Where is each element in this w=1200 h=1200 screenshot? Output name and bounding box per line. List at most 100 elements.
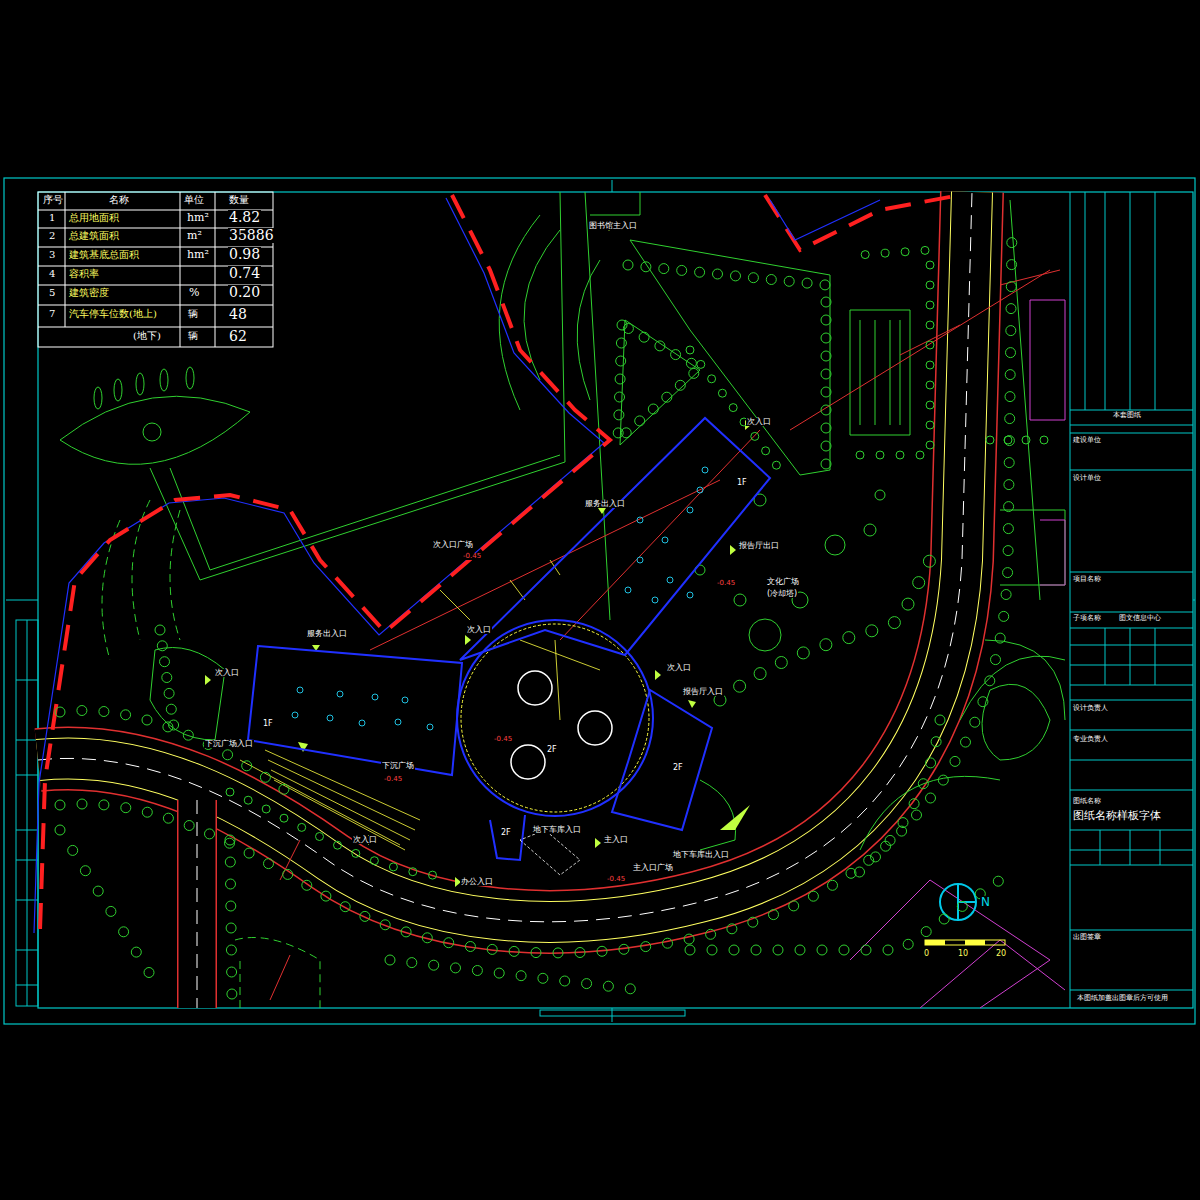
tree	[516, 971, 526, 981]
site-boundary	[34, 195, 1060, 1000]
site-label: 图书馆主入口	[588, 222, 638, 230]
tree	[164, 688, 174, 698]
tree-row-guide	[230, 792, 440, 876]
tree	[370, 857, 378, 865]
title-block-text: 图纸名称	[1072, 798, 1102, 805]
tree	[615, 374, 625, 384]
table-cell: 单位	[183, 195, 205, 206]
tree	[1005, 392, 1015, 402]
trees	[55, 230, 1060, 1000]
tree	[144, 968, 154, 978]
tree	[538, 973, 548, 983]
table-cell: 容积率	[68, 269, 100, 280]
tree	[926, 758, 936, 768]
tree-row-guide	[60, 230, 1012, 953]
tree	[121, 803, 131, 813]
tree	[772, 461, 780, 469]
building-details	[461, 624, 649, 875]
tree	[227, 967, 237, 977]
table-cell: 1	[48, 213, 56, 224]
tree	[817, 945, 827, 955]
table-cell: 7	[48, 309, 56, 320]
table-cell: 建筑基底总面积	[68, 250, 140, 261]
tree	[686, 346, 694, 354]
tree	[226, 879, 236, 889]
tree	[991, 655, 1001, 665]
tree	[993, 876, 1003, 886]
site-label: 下沉广场	[381, 762, 415, 770]
tree	[883, 945, 893, 955]
tree	[615, 392, 625, 402]
column-dot	[297, 687, 303, 693]
tree	[685, 945, 695, 955]
tree	[659, 264, 669, 274]
tree	[808, 891, 818, 901]
tree	[751, 432, 759, 440]
tree	[244, 848, 254, 858]
floor-label: 2F	[546, 746, 558, 754]
tree	[931, 737, 941, 747]
tree	[142, 807, 152, 817]
title-block-text: 图文信息中心	[1118, 615, 1162, 622]
tree	[950, 756, 960, 766]
title-block-text: 专业负责人	[1072, 736, 1109, 743]
tree	[795, 945, 805, 955]
tree	[472, 966, 482, 976]
column-dot	[637, 557, 643, 563]
tree	[926, 261, 934, 269]
tree	[157, 641, 167, 651]
table-cell: 35886	[228, 228, 275, 243]
tree	[80, 866, 90, 876]
tree	[821, 333, 831, 343]
tree	[898, 818, 908, 828]
tree-row-guide	[690, 350, 780, 470]
tree	[912, 810, 922, 820]
tree	[677, 265, 687, 275]
building-wing: 2F	[457, 620, 653, 816]
tree	[970, 717, 980, 727]
title-block-text: 设计负责人	[1072, 705, 1109, 712]
tree	[839, 945, 849, 955]
tree	[913, 577, 925, 589]
tree	[163, 722, 173, 732]
tree	[926, 321, 934, 329]
tree	[926, 301, 934, 309]
table-cell: (地下)	[132, 331, 162, 342]
tree	[675, 380, 685, 390]
tree	[260, 772, 270, 782]
elevation-mark: -0.45	[493, 736, 513, 743]
tree	[262, 805, 270, 813]
title-block-text: 图纸名称样板字体	[1072, 810, 1162, 822]
tree	[621, 428, 631, 438]
floor-label: 2F	[672, 764, 684, 772]
elevation-mark: -0.45	[606, 876, 626, 883]
scale-number: 20	[995, 950, 1007, 958]
building-outline-shape	[457, 620, 653, 816]
table-cell: %	[188, 287, 200, 299]
tree	[707, 945, 717, 955]
tree	[896, 451, 904, 459]
tree	[166, 704, 176, 714]
tree	[718, 389, 726, 397]
tree-row-guide	[720, 560, 930, 700]
tree	[226, 923, 236, 933]
elevation-mark: -0.45	[383, 776, 403, 783]
tree	[623, 260, 633, 270]
tree	[754, 668, 766, 680]
tree	[820, 639, 832, 651]
tree	[926, 281, 934, 289]
frame-ticks	[6, 180, 1195, 1022]
table-cell: 总用地面积	[68, 213, 120, 224]
tree	[995, 633, 1005, 643]
title-block-text: 本图纸加盖出图章后方可使用	[1076, 995, 1169, 1002]
column-dot	[372, 694, 378, 700]
column-dot	[402, 697, 408, 703]
tree	[875, 490, 885, 500]
tree-row-guide	[990, 440, 1060, 441]
tree	[321, 891, 331, 901]
table-cell: 3	[48, 250, 56, 261]
tree	[380, 920, 390, 930]
column-dot	[427, 724, 433, 730]
tree	[99, 800, 109, 810]
